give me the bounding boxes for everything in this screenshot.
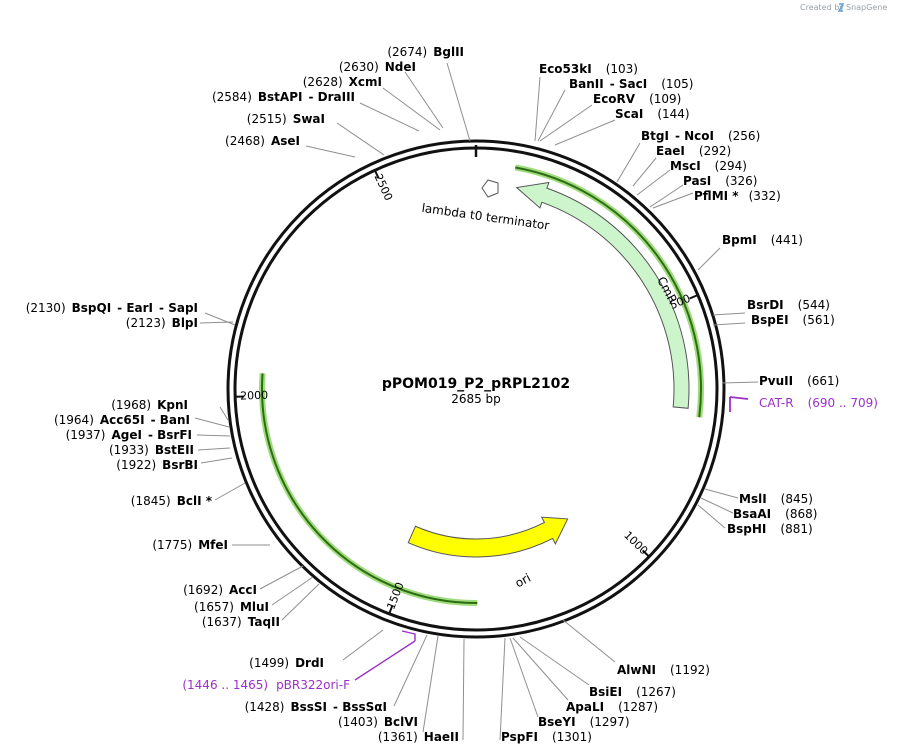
enzyme-label-eco53ki[interactable]: Eco53kI(103) <box>539 62 638 76</box>
enzyme-label-btgi[interactable]: BtgI- NcoI(256) <box>641 129 760 143</box>
enzyme-label-agei[interactable]: (1937)AgeI- BsrFI <box>66 428 192 442</box>
enzyme-label-ndei[interactable]: (2630)NdeI <box>339 60 416 74</box>
plasmid-name: pPOM019_P2_pRPL2102 <box>382 376 570 392</box>
enzyme-label-alwni[interactable]: AlwNI(1192) <box>617 663 710 677</box>
enzyme-label-bcli[interactable]: (1845)BclI * <box>131 494 213 508</box>
tick-label-2000: 2000 <box>240 389 268 403</box>
enzyme-label-bstapi[interactable]: (2584)BstAPI- DraIII <box>212 90 355 104</box>
features-layer <box>259 164 704 606</box>
feature-cmr[interactable] <box>515 181 690 409</box>
enzyme-label-bclvi[interactable]: (1403)BclVI <box>338 715 418 729</box>
enzyme-label-bsrbi[interactable]: (1922)BsrBI <box>116 458 198 472</box>
enzyme-label-bsteii[interactable]: (1933)BstEII <box>109 443 194 457</box>
plasmid-length: 2685 bp <box>451 392 501 406</box>
tick-mark-500 <box>689 294 699 300</box>
enzyme-label-scai[interactable]: ScaI(144) <box>615 107 690 121</box>
orf-line-cmr <box>515 166 702 418</box>
enzyme-label-mlui[interactable]: (1657)MluI <box>194 600 269 614</box>
orf-line-left <box>261 373 478 604</box>
primer-label-cat-r[interactable]: CAT-R(690 .. 709) <box>759 396 878 410</box>
enzyme-label-bspqi[interactable]: (2130)BspQI- EarI- SapI <box>26 301 198 315</box>
created-by-text: Created by <box>800 3 844 12</box>
enzyme-label-bglii[interactable]: (2674)BglII <box>387 45 464 59</box>
enzyme-label-taqii[interactable]: (1637)TaqII <box>202 615 280 629</box>
primer-cat-r-arrow[interactable] <box>729 396 749 412</box>
enzyme-label-bspei[interactable]: BspEI(561) <box>751 313 835 327</box>
feature-ori[interactable] <box>407 516 569 558</box>
enzyme-label-bsphi[interactable]: BspHI(881) <box>727 522 813 536</box>
enzyme-label-acc65i[interactable]: (1964)Acc65I- BanI <box>54 413 190 427</box>
primer-label-pbr322ori-f[interactable]: (1446 .. 1465)pBR322ori-F <box>182 678 350 692</box>
orf-line-left-halo <box>259 373 478 606</box>
enzyme-label-kpni[interactable]: (1968)KpnI <box>111 398 188 412</box>
snapgene-logo-icon <box>837 3 845 12</box>
enzyme-label-msli[interactable]: MslI(845) <box>739 492 813 506</box>
enzyme-label-bsiei[interactable]: BsiEI(1267) <box>589 685 676 699</box>
tick-mark-2500 <box>373 169 380 179</box>
tick-label-2500: 2500 <box>372 172 396 203</box>
backbone-outer <box>226 139 726 639</box>
feature-lambda-t0-terminator[interactable] <box>481 179 499 198</box>
enzyme-label-xcmi[interactable]: (2628)XcmI <box>303 75 382 89</box>
enzyme-label-bsaai[interactable]: BsaAI(868) <box>733 507 817 521</box>
snapgene-brand: SnapGene <box>846 3 887 12</box>
enzyme-label-haeii[interactable]: (1361)HaeII <box>378 730 459 744</box>
enzyme-label-banii[interactable]: BanII- SacI(105) <box>569 77 694 91</box>
enzyme-label-blpi[interactable]: (2123)BlpI <box>126 316 198 330</box>
enzyme-label-msci[interactable]: MscI(294) <box>670 159 747 173</box>
enzyme-label-bsssi[interactable]: (1428)BssSI- BssSαI <box>245 700 387 714</box>
enzyme-label-pasi[interactable]: PasI(326) <box>683 174 757 188</box>
tick-mark-1500 <box>388 605 394 615</box>
enzyme-label-swai[interactable]: (2515)SwaI <box>247 112 325 126</box>
enzyme-label-asei[interactable]: (2468)AseI <box>225 134 300 148</box>
enzyme-label-pflmi[interactable]: PflMI *(332) <box>694 189 781 203</box>
enzyme-label-bsrdi[interactable]: BsrDI(544) <box>747 298 830 312</box>
snapgene-logo: SnapGene <box>837 3 887 12</box>
enzyme-label-acci[interactable]: (1692)AccI <box>183 583 257 597</box>
enzyme-label-bseyi[interactable]: BseYI(1297) <box>538 715 630 729</box>
feature-label-ori: ori <box>513 571 533 591</box>
enzyme-label-pvuii[interactable]: PvuII(661) <box>759 374 839 388</box>
enzyme-label-ecorv[interactable]: EcoRV(109) <box>593 92 681 106</box>
feature-label-lambda-t0: lambda t0 terminator <box>421 201 550 233</box>
enzyme-label-eaei[interactable]: EaeI(292) <box>656 144 731 158</box>
enzyme-label-drdi[interactable]: (1499)DrdI <box>249 656 324 670</box>
enzyme-label-apali[interactable]: ApaLI(1287) <box>566 700 658 714</box>
enzyme-label-mfei[interactable]: (1775)MfeI <box>152 538 228 552</box>
tick-mark-1000 <box>641 549 650 558</box>
enzyme-labels: (2674)BglII (2630)NdeI (2628)XcmI (2584)… <box>26 45 878 744</box>
enzyme-label-bpmi[interactable]: BpmI(441) <box>722 233 803 247</box>
enzyme-label-pspfi[interactable]: PspFI(1301) <box>501 730 592 744</box>
leader-lines <box>194 62 759 741</box>
primer-pbr322ori-f-arrow[interactable] <box>354 630 416 681</box>
